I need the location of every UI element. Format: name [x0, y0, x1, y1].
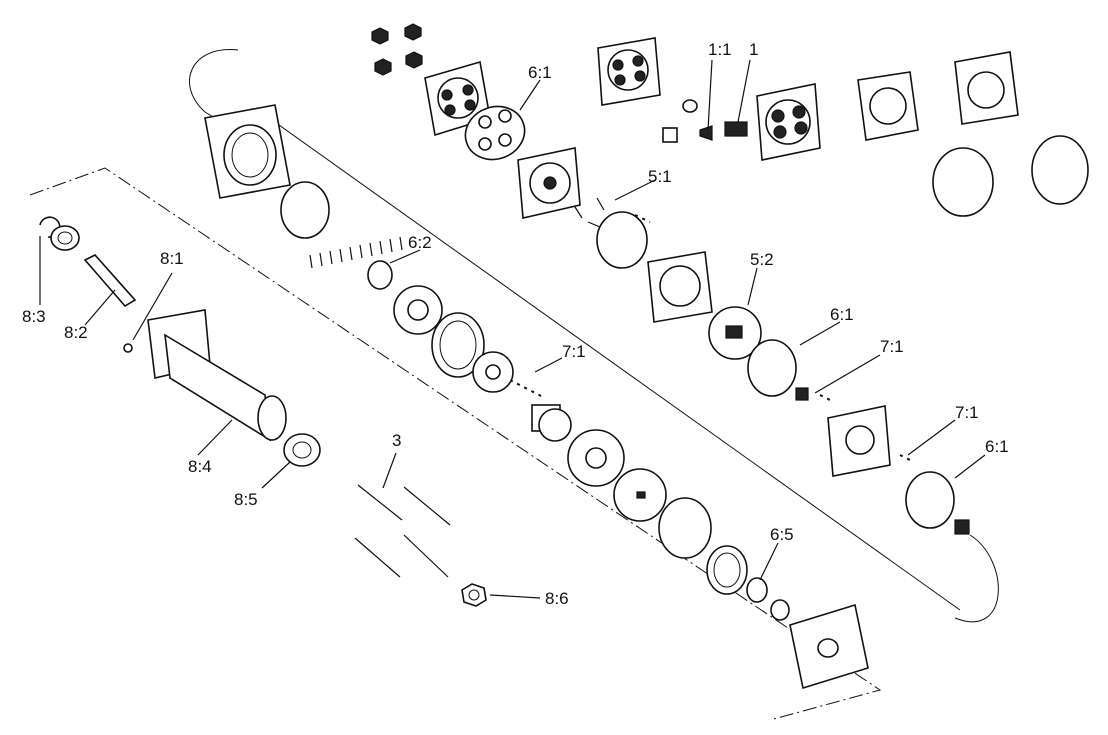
shaft-8-2 — [83, 254, 137, 308]
callout-7-1-mid: 7:1 — [880, 337, 904, 356]
check-valve-7-1 — [795, 387, 809, 401]
callout-3: 3 — [392, 431, 401, 450]
bushing-8-5 — [283, 433, 321, 467]
callout-8-4: 8:4 — [188, 457, 212, 476]
valve-housing-light-1 — [857, 71, 919, 141]
nut-8-6 — [461, 583, 487, 607]
valve-5-2 — [708, 306, 762, 360]
valve-housing-top — [597, 37, 661, 106]
callout-8-5: 8:5 — [234, 490, 258, 509]
callout-7-1-left: 7:1 — [562, 342, 586, 361]
tie-bolts-3 — [354, 484, 451, 578]
callout-1-1: 1:1 — [708, 40, 732, 59]
leader-lines — [39, 59, 986, 599]
o-ring-6-1-right — [905, 471, 955, 529]
o-ring-5-1 — [596, 211, 648, 269]
washers-6-5 — [746, 577, 790, 621]
valve-plate-5-1 — [517, 147, 581, 219]
end-plate-bottom — [789, 603, 869, 690]
gearwheel-ring — [431, 312, 485, 378]
valve-plate-5-2-housing — [647, 251, 713, 323]
gasket-plate-6-1 — [464, 105, 526, 161]
o-ring-housing — [280, 181, 330, 239]
o-ring-6-1-mid — [747, 339, 797, 397]
rotor-gear — [567, 429, 625, 487]
callout-labels: 1:1 1 6:1 5:1 6:2 5:2 6:1 7:1 7:1 7:1 6:… — [22, 40, 1009, 608]
o-ring-small — [682, 99, 698, 113]
callout-8-1: 8:1 — [160, 249, 184, 268]
callout-1: 1 — [749, 40, 758, 59]
callout-6-1-mid: 6:1 — [830, 305, 854, 324]
bearing-washer — [50, 225, 80, 251]
callout-6-1-top: 6:1 — [528, 63, 552, 82]
o-rings-right — [932, 135, 1089, 217]
valve-housing-light-2 — [954, 51, 1019, 125]
star-gear — [393, 285, 443, 335]
drive-coupling — [531, 404, 572, 442]
top-nuts — [371, 23, 423, 76]
pins-5-1 — [574, 197, 605, 228]
pins-row — [309, 236, 403, 269]
output-shaft-housing-8-4 — [147, 309, 287, 442]
valve-housing-mid — [756, 83, 821, 161]
callout-8-6: 8:6 — [545, 589, 569, 608]
assembly-guide-lines — [29, 49, 999, 721]
o-ring-lower — [658, 497, 712, 559]
key-8-1 — [123, 343, 133, 353]
motor-housing-flange — [204, 104, 291, 199]
cover-disc — [613, 468, 667, 522]
callout-8-2: 8:2 — [64, 323, 88, 342]
callout-8-3: 8:3 — [22, 307, 46, 326]
plug-parts-1-1 — [662, 121, 748, 143]
callout-7-1-right: 7:1 — [955, 403, 979, 422]
callout-6-2: 6:2 — [408, 233, 432, 252]
small-gear — [472, 351, 514, 393]
check-valve-block — [827, 405, 891, 477]
ring-6-2 — [367, 260, 393, 290]
callout-5-1: 5:1 — [648, 167, 672, 186]
callout-5-2: 5:2 — [750, 250, 774, 269]
callout-6-1-right: 6:1 — [985, 437, 1009, 456]
needle-bearing — [706, 545, 748, 595]
plug-right — [954, 519, 970, 535]
callout-6-5: 6:5 — [770, 525, 794, 544]
